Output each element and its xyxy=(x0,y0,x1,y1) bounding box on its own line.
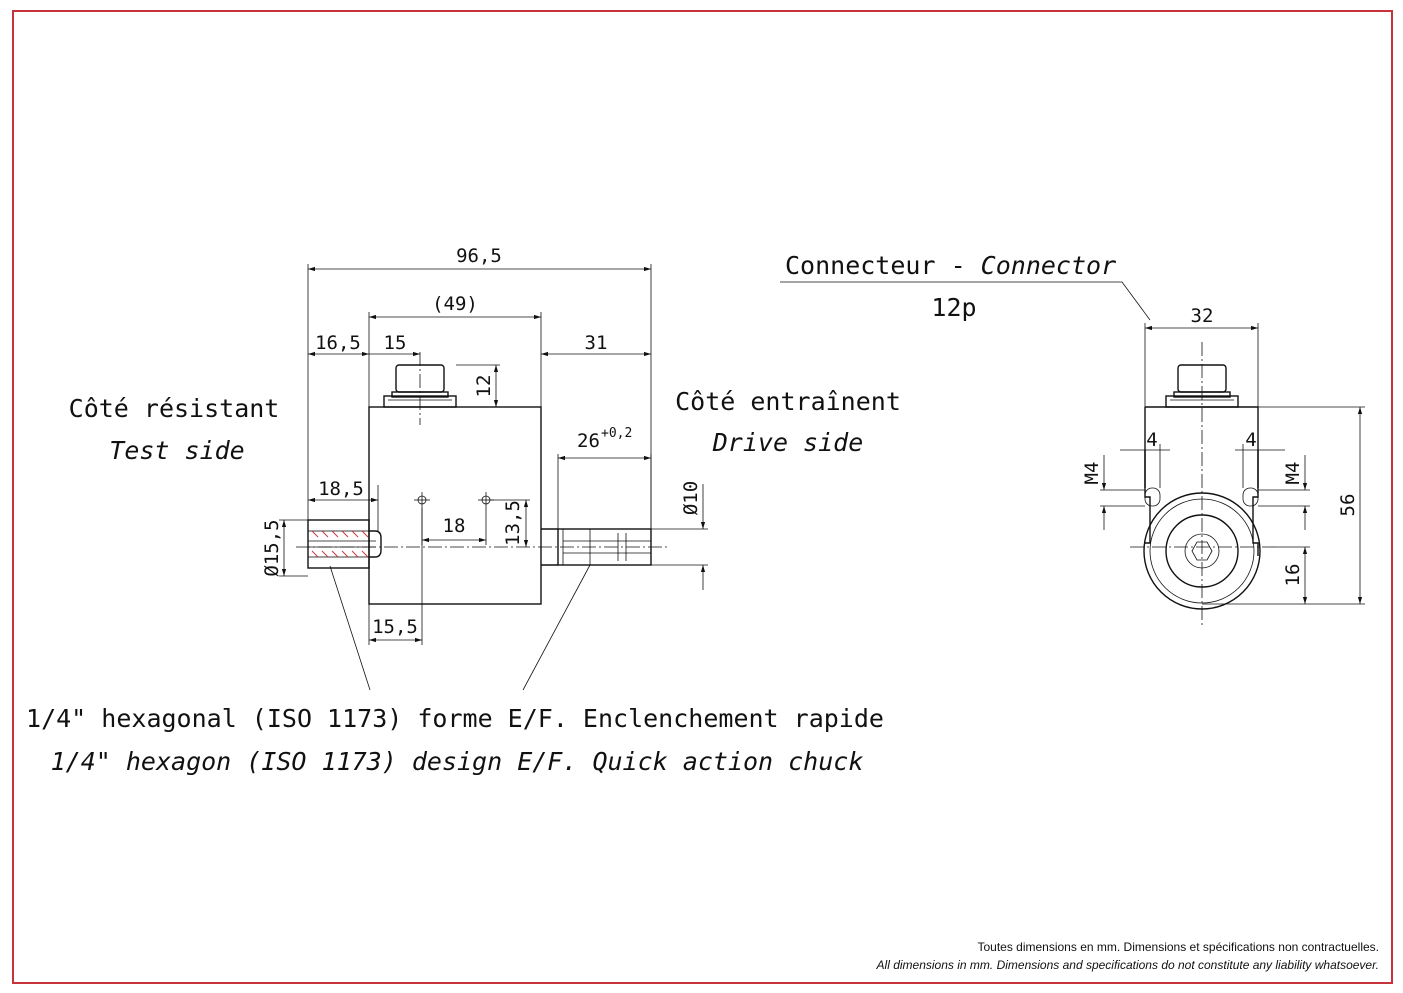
dim-hole-spacing: 18 xyxy=(421,508,487,545)
dim-end-width: 32 xyxy=(1144,305,1259,407)
mounting-holes xyxy=(414,492,494,508)
leader-line xyxy=(522,564,591,691)
dim-socket-diameter: Ø15,5 xyxy=(261,519,308,577)
dim-label: 18 xyxy=(443,515,466,537)
connector-leader xyxy=(780,281,1151,321)
footer-disclaimer-fr: Toutes dimensions en mm. Dimensions et s… xyxy=(977,940,1379,954)
dim-label: 16 xyxy=(1282,564,1304,587)
hex-note-en: 1/4" hexagon (ISO 1173) design E/F. Quic… xyxy=(51,747,864,776)
dim-label: 15,5 xyxy=(372,616,418,638)
dim-drive-length: 26 +0,2 xyxy=(557,426,652,529)
drive-side-label-fr: Côté entraînent xyxy=(675,387,901,416)
dim-label: 31 xyxy=(585,332,608,354)
dim-shaft-diameter: Ø10 xyxy=(651,481,708,590)
connector-label: Connecteur - Connector xyxy=(785,251,1116,280)
dim-label: 12 xyxy=(473,375,495,398)
dim-label: 96,5 xyxy=(456,245,502,267)
dim-label: 15 xyxy=(384,332,407,354)
dim-label: 4 xyxy=(1146,429,1157,451)
dim-body-length: (49) xyxy=(368,293,542,407)
dim-axis-height: 16 xyxy=(1275,546,1310,604)
sheet-border xyxy=(12,10,1393,984)
dim-hole-offset: 15,5 xyxy=(368,508,423,645)
dim-label: Ø10 xyxy=(680,481,702,515)
dim-label: 32 xyxy=(1191,305,1214,327)
dim-label: 4 xyxy=(1245,429,1256,451)
end-view: 32 4 4 M4 M4 xyxy=(780,281,1365,625)
dim-label: 18,5 xyxy=(318,478,364,500)
connector-label-fr: Connecteur - xyxy=(785,251,981,280)
test-side-label-fr: Côté résistant xyxy=(69,394,280,423)
dim-label: (49) xyxy=(432,293,478,315)
dim-threads: M4 M4 xyxy=(1081,455,1310,530)
footer-disclaimer-en: All dimensions in mm. Dimensions and spe… xyxy=(876,958,1379,972)
hex-note-fr: 1/4" hexagonal (ISO 1173) forme E/F. Enc… xyxy=(26,704,884,733)
drive-side-label-en: Drive side xyxy=(712,428,864,457)
dim-row-354: 16,5 15 31 xyxy=(308,332,651,357)
side-view: 96,5 (49) 16,5 15 31 12 xyxy=(261,245,708,691)
dim-label: M4 xyxy=(1282,462,1304,485)
dim-end-height: 56 xyxy=(1202,406,1365,605)
dim-label: 13,5 xyxy=(502,500,524,546)
dim-slots: 4 4 xyxy=(1120,429,1285,488)
leader-line xyxy=(329,565,371,691)
connector-label-en: Connector xyxy=(981,251,1116,280)
test-side-label-en: Test side xyxy=(109,436,244,465)
dim-socket-depth: 18,5 xyxy=(308,478,379,531)
dim-hole-height: 13,5 xyxy=(490,499,530,547)
dim-label: Ø15,5 xyxy=(261,519,283,576)
dim-label: 26 xyxy=(577,430,600,452)
dim-label: 16,5 xyxy=(315,332,361,354)
dim-connector-height: 12 xyxy=(456,364,500,407)
thread-holes xyxy=(1144,450,1259,507)
dim-label: M4 xyxy=(1081,462,1103,485)
dim-label: 56 xyxy=(1337,494,1359,517)
test-side-socket xyxy=(307,519,382,569)
connector-pins: 12p xyxy=(931,293,976,322)
dim-label: +0,2 xyxy=(601,426,632,441)
